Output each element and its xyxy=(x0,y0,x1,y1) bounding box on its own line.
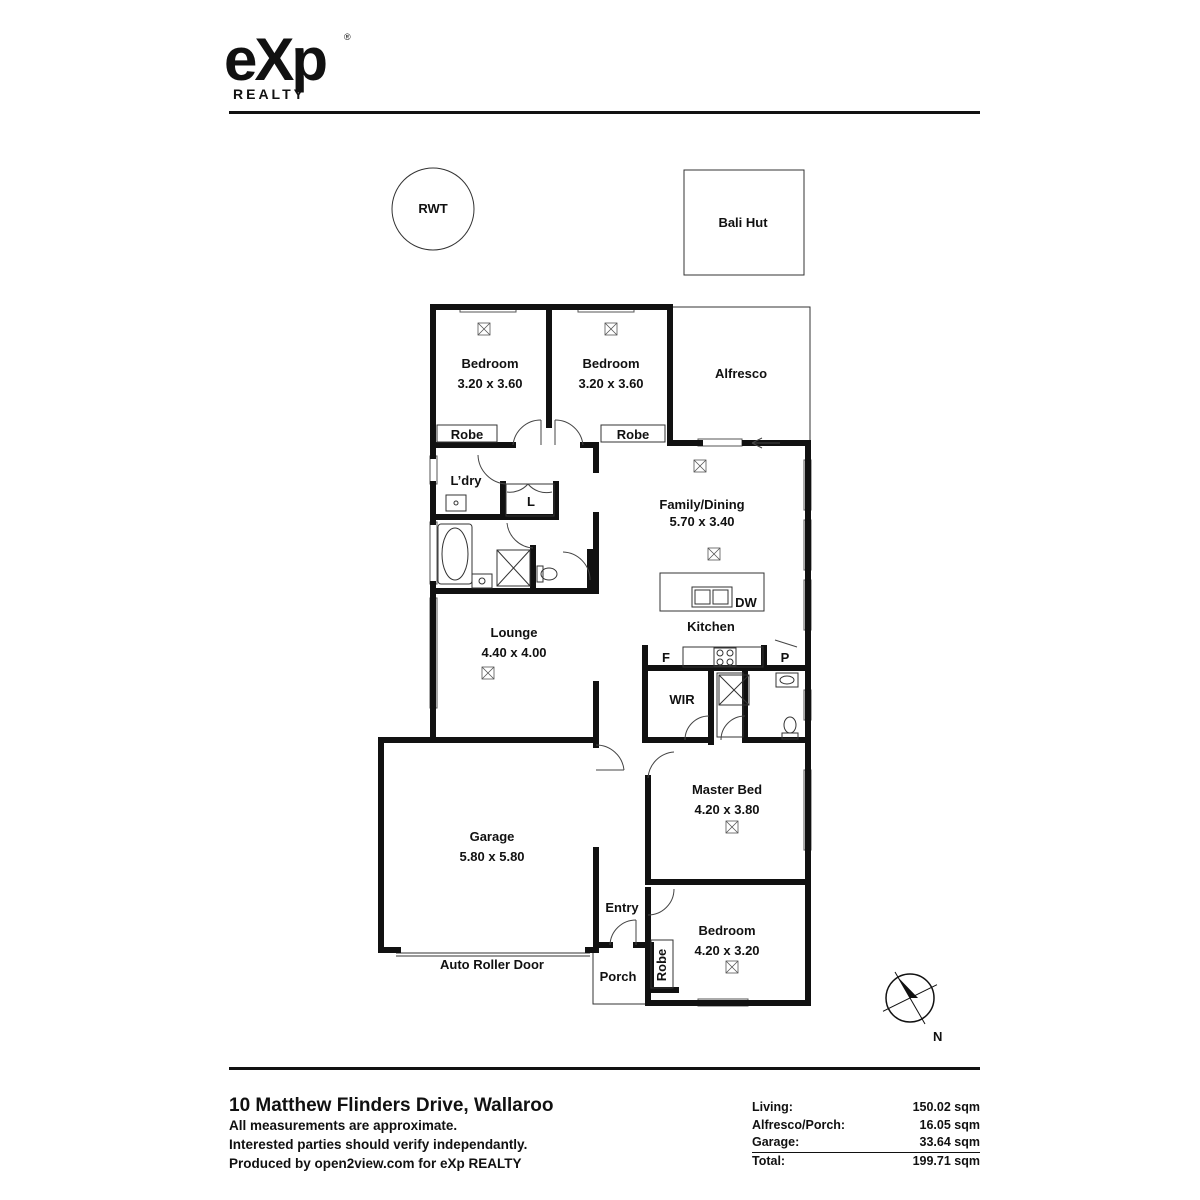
lounge-label: Lounge xyxy=(491,625,538,640)
porch-outline xyxy=(592,947,648,1005)
dishwasher-label: DW xyxy=(735,595,757,610)
bedroom-2-label: Bedroom xyxy=(461,356,518,371)
roller-door-label: Auto Roller Door xyxy=(440,957,544,972)
property-address: 10 Matthew Flinders Drive, Wallaroo xyxy=(229,1095,554,1116)
garage-label: Garage xyxy=(470,829,515,844)
bedroom-2-dims: 3.20 x 3.60 xyxy=(457,376,522,391)
footer-divider xyxy=(229,1067,980,1070)
area-label: Living: xyxy=(752,1100,793,1114)
rwt-label: RWT xyxy=(418,201,447,216)
area-value: 33.64 sqm xyxy=(919,1135,980,1149)
light-symbols xyxy=(477,322,739,974)
disclaimer-line-1: All measurements are approximate. xyxy=(229,1118,458,1133)
fixtures xyxy=(437,494,799,740)
area-row-total: Total: 199.71 sqm xyxy=(752,1153,980,1171)
basin xyxy=(471,573,493,589)
area-label: Garage: xyxy=(752,1135,800,1149)
fridge-label: F xyxy=(662,650,670,665)
rwt-tank xyxy=(391,167,475,251)
area-value: 150.02 sqm xyxy=(912,1100,980,1114)
bedroom-4-dims: 4.20 x 3.20 xyxy=(694,943,759,958)
logo-wordmark: eXp xyxy=(224,26,328,93)
window xyxy=(429,521,438,585)
laundry-label: L’dry xyxy=(450,473,482,488)
ensuite-basin xyxy=(775,672,799,688)
kitchen-label: Kitchen xyxy=(687,619,735,634)
bathtub xyxy=(437,523,473,585)
floor-plan: RWT Bali Hut Bedroom 3.20 x 3.60 Bedroom… xyxy=(378,167,942,1044)
area-summary: Living: 150.02 sqm Alfresco/Porch: 16.05… xyxy=(752,1099,980,1170)
family-dining-label: Family/Dining xyxy=(659,497,744,512)
linen-label: L xyxy=(527,494,535,509)
alfresco-label: Alfresco xyxy=(715,366,767,381)
sink xyxy=(691,586,733,608)
area-value: 199.71 sqm xyxy=(912,1153,980,1168)
area-row-living: Living: 150.02 sqm xyxy=(752,1099,980,1117)
area-label: Alfresco/Porch: xyxy=(752,1117,846,1132)
robe-2-label: Robe xyxy=(617,427,650,442)
pantry-label: P xyxy=(781,650,790,665)
master-bed-dims: 4.20 x 3.80 xyxy=(694,802,759,817)
toilet xyxy=(536,565,544,583)
sliding-door xyxy=(697,438,743,447)
robe-3-label: Robe xyxy=(654,949,669,982)
header-divider xyxy=(229,111,980,114)
garage-dims: 5.80 x 5.80 xyxy=(459,849,524,864)
credit-line: Produced by open2view.com for eXp REALTY xyxy=(229,1156,522,1171)
compass: N xyxy=(882,971,942,1044)
disclaimer-line-2: Interested parties should verify indepen… xyxy=(229,1137,528,1152)
compass-label: N xyxy=(933,1029,942,1044)
area-label: Total: xyxy=(752,1153,786,1168)
exp-realty-logo: eXp ® REALTY xyxy=(224,28,364,104)
robe-1-label: Robe xyxy=(451,427,484,442)
logo-subtext: REALTY xyxy=(233,86,306,102)
wir-label: WIR xyxy=(669,692,695,707)
bedroom-3-label: Bedroom xyxy=(582,356,639,371)
family-dining-dims: 5.70 x 3.40 xyxy=(669,514,734,529)
bali-hut-outline xyxy=(683,169,805,276)
walls xyxy=(378,304,811,1006)
area-row-alfresco-porch: Alfresco/Porch: 16.05 sqm xyxy=(752,1117,980,1135)
alfresco-outline xyxy=(670,306,811,443)
area-value: 16.05 sqm xyxy=(919,1117,980,1132)
bali-hut-label: Bali Hut xyxy=(718,215,768,230)
porch-label: Porch xyxy=(600,969,637,984)
cooktop xyxy=(713,647,737,667)
entry-label: Entry xyxy=(605,900,639,915)
door-swings xyxy=(477,419,798,946)
bedroom-3-dims: 3.20 x 3.60 xyxy=(578,376,643,391)
tub xyxy=(445,494,467,512)
master-bed-label: Master Bed xyxy=(692,782,762,797)
shower xyxy=(496,549,531,587)
ensuite-shower xyxy=(718,674,750,706)
logo-trademark: ® xyxy=(344,32,351,42)
bedroom-4-label: Bedroom xyxy=(698,923,755,938)
lounge-dims: 4.40 x 4.00 xyxy=(481,645,546,660)
area-row-garage: Garage: 33.64 sqm xyxy=(752,1134,980,1153)
window xyxy=(429,455,438,485)
